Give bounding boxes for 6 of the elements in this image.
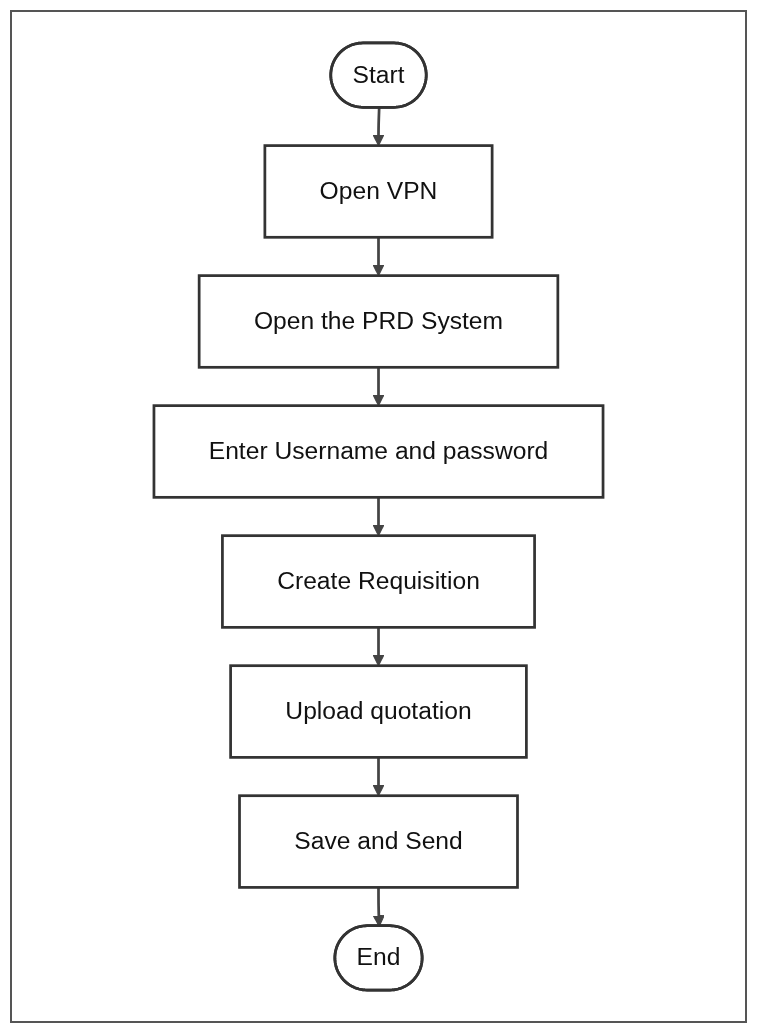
node-box: Open VPN bbox=[263, 144, 494, 239]
node-box: Enter Username and password bbox=[152, 404, 605, 499]
node-box: Save and Send bbox=[238, 794, 519, 889]
node-box: Open the PRD System bbox=[197, 274, 560, 369]
node-box: Upload quotation bbox=[229, 664, 528, 759]
node-box: Create Requisition bbox=[221, 534, 536, 629]
